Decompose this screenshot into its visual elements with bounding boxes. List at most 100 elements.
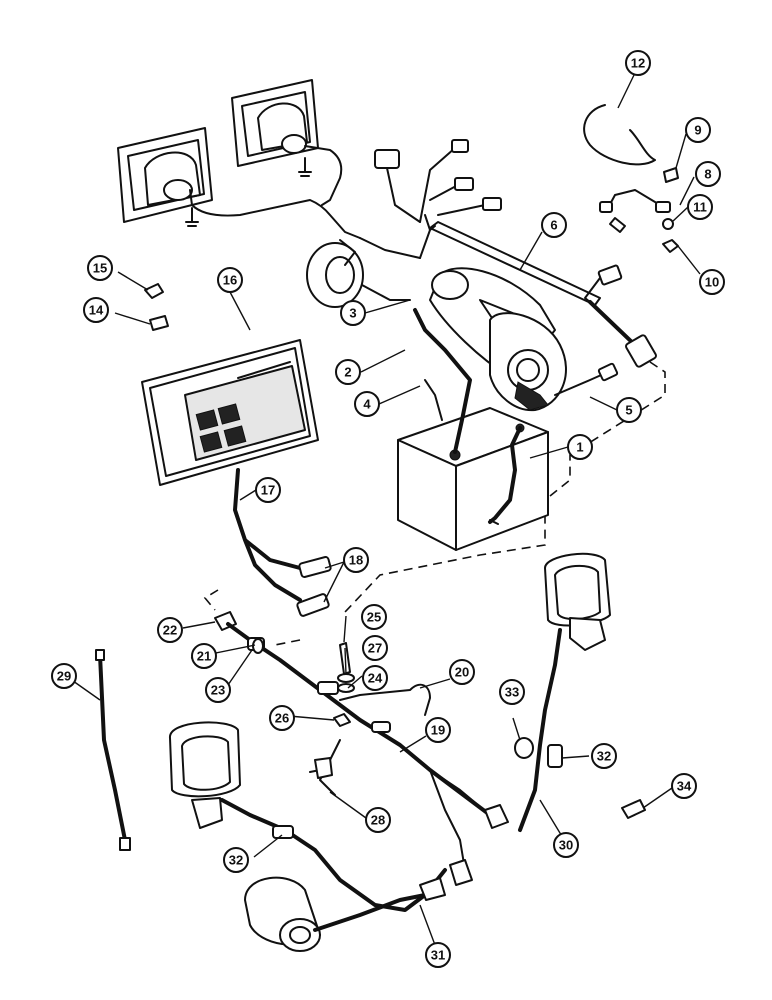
svg-text:19: 19 (431, 723, 445, 738)
washer-11 (662, 218, 674, 230)
clip-34 (621, 799, 646, 819)
svg-text:10: 10 (705, 275, 719, 290)
callout-10: 10 (699, 269, 725, 295)
battery-cable-positive (413, 308, 472, 454)
callout-18: 18 (343, 547, 369, 573)
callout-33: 33 (499, 679, 525, 705)
instrument-cluster (141, 339, 319, 486)
callout-28: 28 (365, 807, 391, 833)
callout-14: 14 (83, 297, 109, 323)
nut-26 (333, 713, 351, 727)
svg-text:1: 1 (576, 440, 583, 455)
callout-4: 4 (354, 391, 380, 417)
callout-3: 3 (340, 300, 366, 326)
callouts: 1 2 3 4 5 6 8 9 10 11 12 14 15 16 17 18 … (51, 50, 725, 968)
svg-text:26: 26 (275, 711, 289, 726)
horn (306, 237, 421, 308)
callout-2: 2 (335, 359, 361, 385)
clip-15 (144, 283, 164, 299)
connector-18b (296, 593, 330, 617)
svg-text:32: 32 (229, 853, 243, 868)
callout-27: 27 (362, 635, 388, 661)
svg-text:30: 30 (559, 838, 573, 853)
callout-22: 22 (157, 617, 183, 643)
callout-26: 26 (269, 705, 295, 731)
callout-9: 9 (685, 117, 711, 143)
dashed-boundary (203, 361, 666, 646)
main-harness-bar (419, 221, 657, 368)
callout-29: 29 (51, 663, 77, 689)
connector-plug-top (374, 149, 421, 223)
svg-text:31: 31 (431, 948, 445, 963)
svg-text:11: 11 (693, 200, 707, 215)
pressure-sender (584, 264, 623, 303)
svg-text:23: 23 (211, 683, 225, 698)
headlamp-right (231, 79, 319, 167)
svg-text:17: 17 (261, 483, 275, 498)
svg-text:5: 5 (625, 403, 632, 418)
callout-31: 31 (425, 942, 451, 968)
beacon-lamp (244, 868, 447, 952)
svg-text:32: 32 (597, 749, 611, 764)
callout-30: 30 (553, 832, 579, 858)
battery (397, 407, 549, 551)
callout-17: 17 (255, 477, 281, 503)
callout-25: 25 (361, 604, 387, 630)
callout-15: 15 (87, 255, 113, 281)
callout-32-left: 32 (223, 847, 249, 873)
callout-16: 16 (217, 267, 243, 293)
svg-text:29: 29 (57, 669, 71, 684)
grommet-33 (514, 737, 534, 759)
svg-text:34: 34 (677, 779, 692, 794)
callout-1: 1 (567, 434, 593, 460)
headlamp-harness (189, 145, 361, 239)
callout-5: 5 (616, 397, 642, 423)
work-lamp-left (168, 721, 427, 912)
callout-20: 20 (449, 659, 475, 685)
nut-10 (662, 239, 679, 253)
battery-cable-negative (488, 426, 522, 524)
svg-text:20: 20 (455, 665, 469, 680)
washer-27 (337, 673, 355, 683)
starter-motor (429, 267, 619, 412)
callout-32-right: 32 (591, 743, 617, 769)
svg-text:18: 18 (349, 553, 363, 568)
headlamp-left (117, 127, 213, 223)
svg-text:15: 15 (93, 261, 107, 276)
lower-harness (214, 611, 509, 886)
bolt-9 (663, 167, 679, 183)
svg-text:21: 21 (197, 649, 211, 664)
svg-text:28: 28 (371, 813, 385, 828)
svg-text:25: 25 (367, 610, 381, 625)
callout-19: 19 (425, 717, 451, 743)
svg-text:8: 8 (704, 167, 711, 182)
callout-6: 6 (541, 212, 567, 238)
svg-text:22: 22 (163, 623, 177, 638)
work-lamp-right (518, 552, 611, 832)
callout-11: 11 (687, 194, 713, 220)
clamp-ring (583, 104, 656, 166)
svg-text:33: 33 (505, 685, 519, 700)
svg-text:24: 24 (368, 671, 383, 686)
callout-21: 21 (191, 643, 217, 669)
svg-text:2: 2 (344, 365, 351, 380)
svg-text:3: 3 (349, 306, 356, 321)
clip-14 (149, 315, 169, 331)
svg-text:12: 12 (631, 56, 645, 71)
callout-8: 8 (695, 161, 721, 187)
antenna (95, 649, 131, 851)
earth-strap (599, 189, 671, 233)
svg-text:14: 14 (89, 303, 104, 318)
svg-text:16: 16 (223, 273, 237, 288)
callout-34: 34 (671, 773, 697, 799)
svg-text:4: 4 (363, 397, 371, 412)
sensor-switches (419, 139, 502, 231)
svg-text:6: 6 (550, 218, 557, 233)
callout-24: 24 (362, 665, 388, 691)
svg-text:9: 9 (694, 123, 701, 138)
svg-text:27: 27 (368, 641, 382, 656)
callout-12: 12 (625, 50, 651, 76)
callout-23: 23 (205, 677, 231, 703)
connector-18a (298, 556, 332, 578)
